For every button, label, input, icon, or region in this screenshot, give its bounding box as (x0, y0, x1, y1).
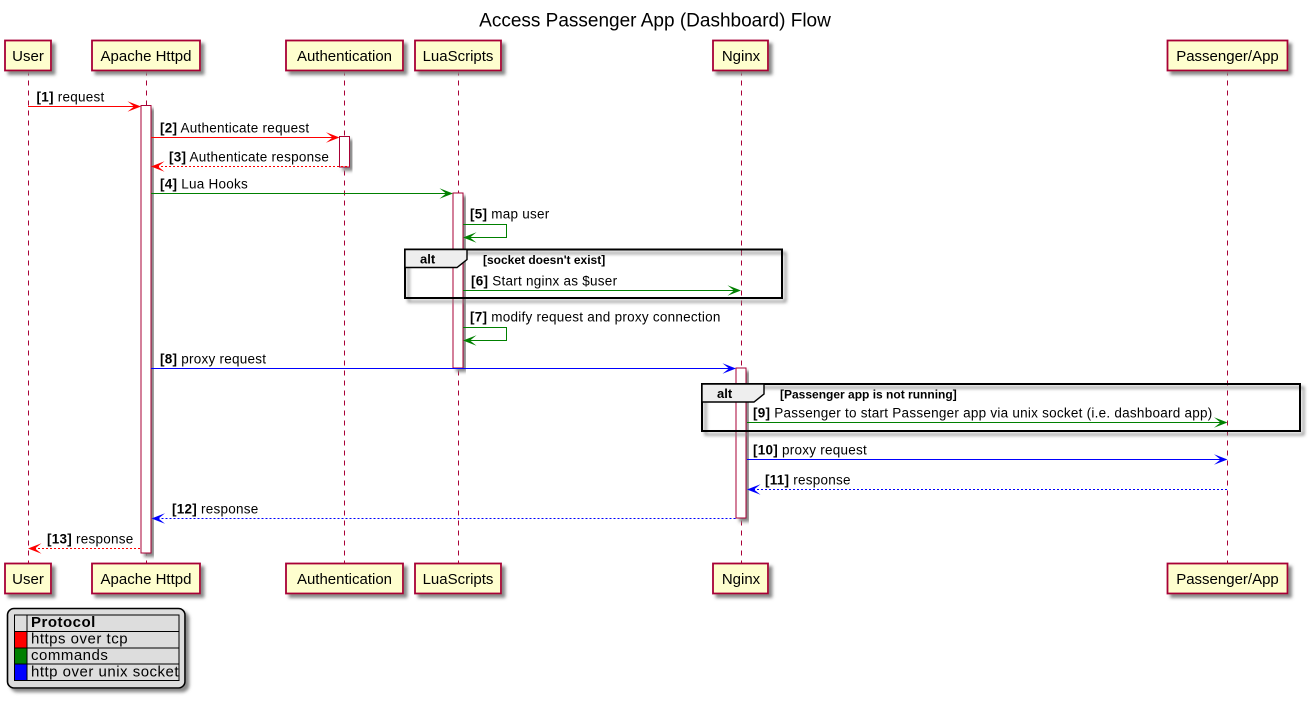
svg-text:Protocol: Protocol (31, 614, 96, 631)
svg-text:Nginx: Nginx (722, 571, 761, 588)
svg-text:Passenger/App: Passenger/App (1176, 48, 1279, 65)
svg-text:[9] Passenger to start Passeng: [9] Passenger to start Passenger app via… (753, 406, 1213, 421)
svg-text:[Passenger app is not running]: [Passenger app is not running] (780, 388, 957, 402)
svg-text:https over tcp: https over tcp (31, 631, 128, 648)
svg-text:[5] map user: [5] map user (470, 207, 550, 222)
svg-text:[1] request: [1] request (37, 90, 105, 105)
svg-text:Authentication: Authentication (297, 571, 392, 588)
svg-text:[4] Lua Hooks: [4] Lua Hooks (160, 177, 248, 192)
svg-text:Apache Httpd: Apache Httpd (101, 48, 192, 65)
svg-text:[3] Authenticate response: [3] Authenticate response (169, 150, 329, 165)
svg-text:[socket doesn't exist]: [socket doesn't exist] (483, 253, 605, 267)
svg-text:alt: alt (420, 252, 436, 267)
svg-text:alt: alt (717, 386, 733, 401)
svg-text:LuaScripts: LuaScripts (423, 571, 494, 588)
svg-text:[6] Start nginx as $user: [6] Start nginx as $user (471, 274, 618, 289)
svg-text:LuaScripts: LuaScripts (423, 48, 494, 65)
svg-text:User: User (12, 571, 44, 588)
svg-text:[13] response: [13] response (47, 532, 134, 547)
svg-text:[11] response: [11] response (765, 473, 851, 488)
svg-text:[12] response: [12] response (172, 502, 259, 517)
svg-text:Authentication: Authentication (297, 48, 392, 65)
svg-text:Nginx: Nginx (722, 48, 761, 65)
svg-text:[2] Authenticate request: [2] Authenticate request (160, 121, 309, 136)
svg-text:User: User (12, 48, 44, 65)
svg-text:[7] modify request and proxy c: [7] modify request and proxy connection (470, 310, 721, 325)
svg-text:[10] proxy request: [10] proxy request (753, 443, 867, 458)
svg-text:commands: commands (31, 647, 108, 664)
svg-text:Apache Httpd: Apache Httpd (101, 571, 192, 588)
svg-text:Access Passenger App (Dashboar: Access Passenger App (Dashboard) Flow (479, 11, 831, 32)
svg-text:http over unix socket: http over unix socket (31, 663, 179, 680)
svg-text:[8] proxy request: [8] proxy request (160, 352, 266, 367)
svg-text:Passenger/App: Passenger/App (1176, 571, 1279, 588)
